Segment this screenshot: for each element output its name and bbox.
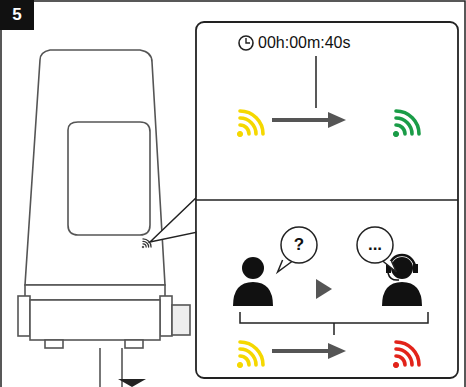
speech-bubble: ? xyxy=(280,226,318,264)
bubble-text: ? xyxy=(294,235,304,255)
speech-bubble: ... xyxy=(356,226,394,264)
device xyxy=(18,50,190,387)
timer-text: 00h:00m:40s xyxy=(258,34,351,52)
bubble-text: ... xyxy=(368,235,382,255)
step-number: 5 xyxy=(12,5,21,25)
step-badge: 5 xyxy=(0,0,34,30)
